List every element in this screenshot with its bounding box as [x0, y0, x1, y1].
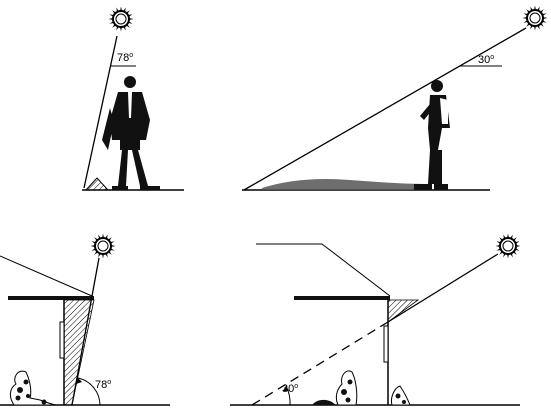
sun-ray: [83, 35, 118, 189]
roof-overhang-icon: [294, 296, 390, 300]
sun-ray: [71, 257, 100, 406]
angle-arc: [77, 377, 101, 406]
sun-icon: [108, 6, 134, 32]
sun-icon: [495, 233, 521, 259]
shrub-icon: [9, 370, 57, 406]
sun-ray-dashed: [251, 321, 389, 406]
building-wall-icon: [59, 300, 65, 405]
man-figure-icon: [414, 80, 450, 190]
angle-label: 78o: [117, 52, 133, 64]
panel-top-left: 78o: [82, 6, 184, 191]
shadow: [84, 177, 110, 191]
angle-label: 30o: [282, 383, 298, 395]
roof-overhang-icon: [8, 296, 94, 300]
panel-top-right: 30o: [242, 5, 548, 191]
building-wall-icon: [383, 300, 389, 405]
shrub-icon: [312, 370, 358, 406]
sky-line: [0, 255, 93, 297]
sky-line: [321, 243, 391, 297]
man-figure-icon: [102, 76, 160, 190]
sun-ray: [387, 253, 499, 323]
panel-bottom-right: 30o: [230, 233, 521, 406]
panel-bottom-left: 78o: [0, 233, 170, 406]
sun-icon: [522, 5, 548, 31]
sun-ray: [243, 27, 527, 191]
angle-label: 78o: [95, 379, 111, 391]
angle-label: 30o: [478, 54, 494, 66]
shrub-icon: [391, 385, 411, 406]
shadow: [262, 179, 430, 190]
sun-icon: [90, 233, 116, 259]
shade-wedge: [63, 299, 95, 406]
